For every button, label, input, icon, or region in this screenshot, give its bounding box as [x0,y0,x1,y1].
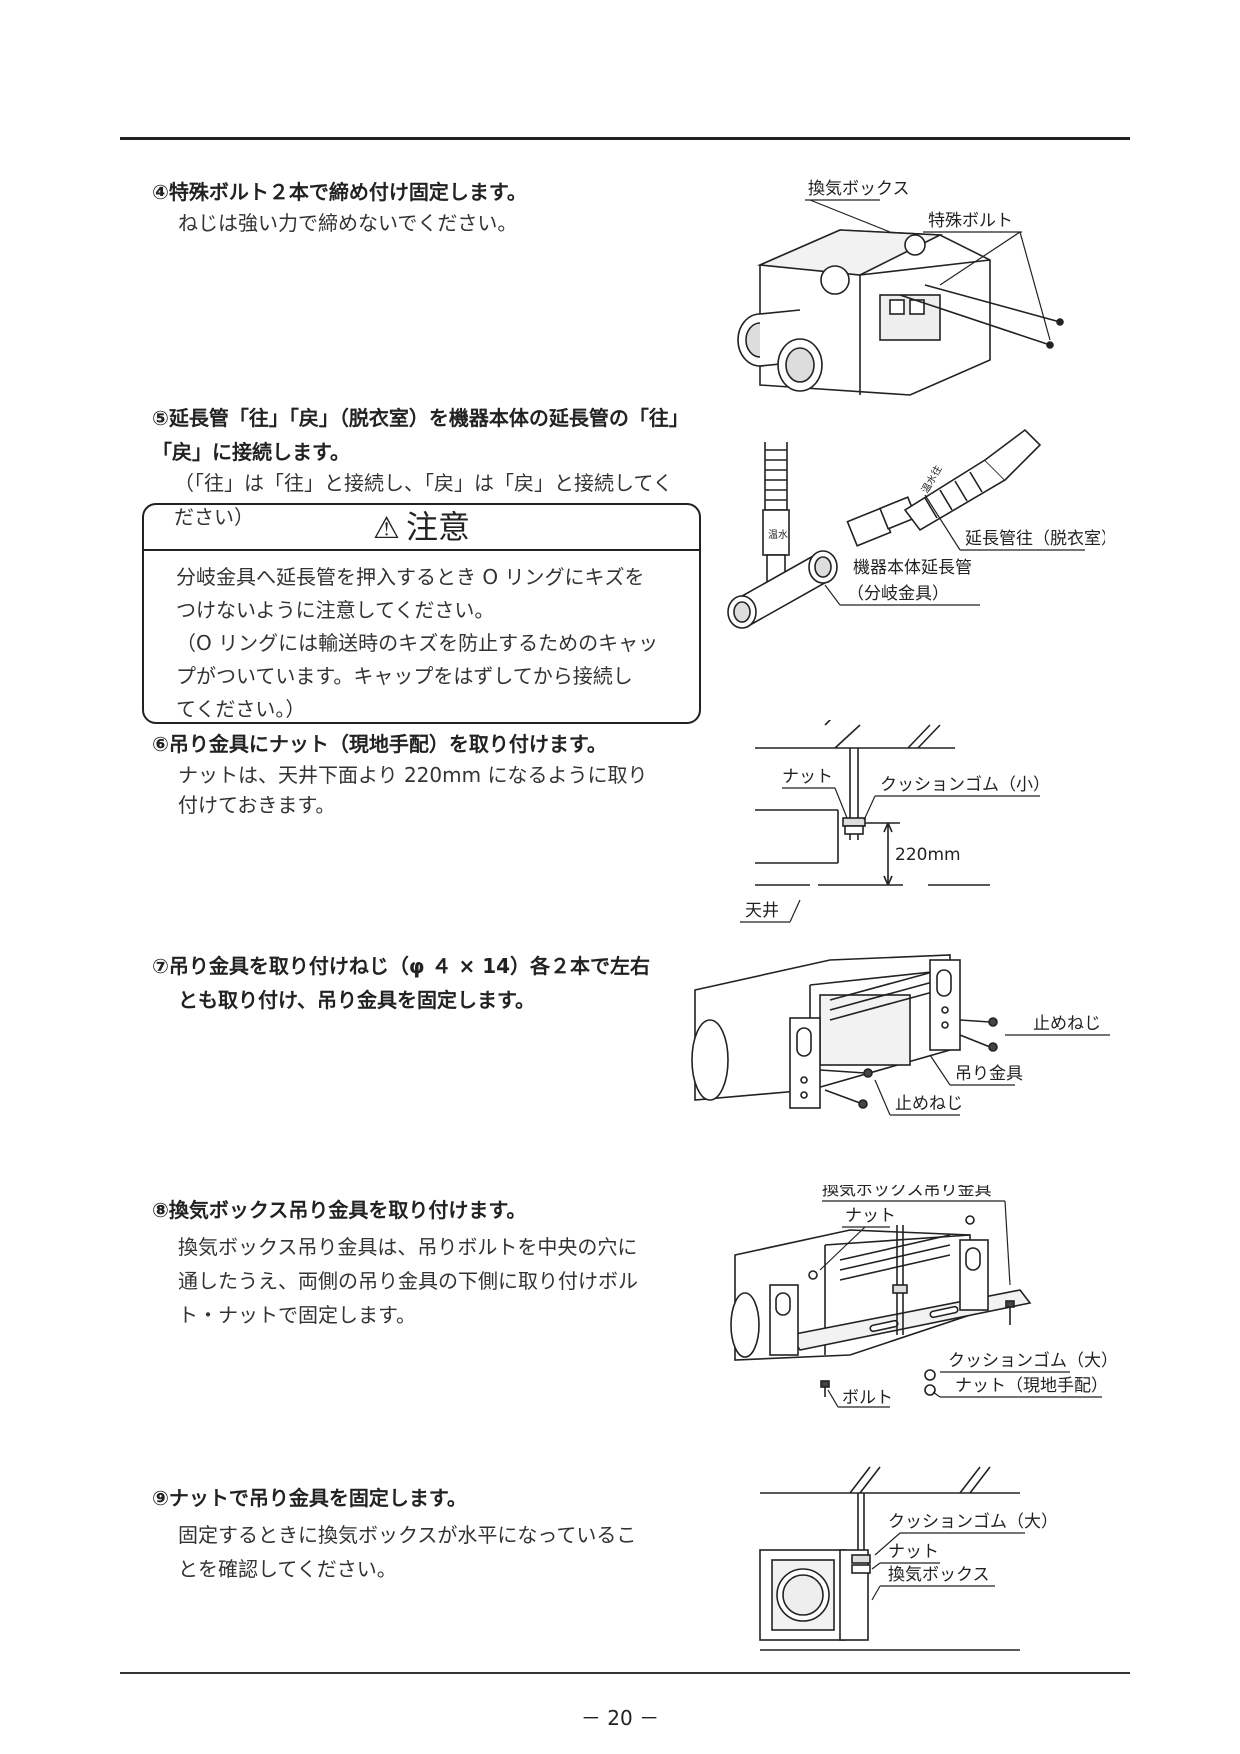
fig2-pipe-label: 延長管往（脱衣室） [965,529,1105,549]
caution-line: つけないように注意してください。 [176,598,495,622]
caution-line: プがついています。キャップをはずしてから接続し [176,664,633,688]
step-9-heading: ⑨ナットで吊り金具を固定します。 [152,1486,467,1510]
caution-box: ⚠注意 分岐金具へ延長管を押入するとき O リングにキズを つけないように注意し… [142,503,701,724]
step-5-heading: ⑤延長管「往」「戻」（脱衣室）を機器本体の延長管の「往」 [152,406,689,430]
caution-line: （O リングには輸送時のキズを防止するためのキャッ [176,631,659,655]
fig5-nut2-label: ナット（現地手配） [955,1376,1108,1396]
step-7-heading-2: とも取り付け、吊り金具を固定します。 [178,988,535,1012]
fig3-dimension-label: 220mm [895,845,961,865]
caution-title: ⚠注意 [144,505,699,551]
figure-nut-height: ナット クッションゴム（小） 220mm 天井 [740,720,1040,923]
fig6-nut-label: ナット [888,1542,939,1562]
fig1-box-label: 換気ボックス [808,179,910,199]
fig1-bolt-label: 特殊ボルト [928,211,1013,231]
page-number: － 20 － [580,1706,660,1730]
step-8: ⑧換気ボックス吊り金具を取り付けます。 換気ボックス吊り金具は、吊りボルトを中央… [152,1196,692,1332]
step-5-body: （「往」は「往」と接続し、「戻」は「戻」と接続してください） [174,471,673,529]
fig6-cushion-label: クッションゴム（大） [888,1511,1058,1532]
caution-line: 分岐金具へ延長管を押入するとき O リングにキズを [176,565,645,589]
caution-title-text: 注意 [405,508,470,546]
step-8-body-3: ト・ナットで固定します。 [178,1303,416,1327]
fig5-hanger-label: 換気ボックス吊り金具 [822,1185,992,1200]
step-8-body-2: 通したうえ、両側の吊り金具の下側に取り付けボル [178,1269,638,1293]
step-4-heading: ④特殊ボルト２本で締め付け固定します。 [152,180,527,204]
step-5: ⑤延長管「往」「戻」（脱衣室）を機器本体の延長管の「往」 「戻」に接続します。 … [152,404,692,534]
fig2-main-label: 機器本体延長管 [853,558,972,578]
figure-bracket-mount: 止めねじ 吊り金具 止めねじ [691,954,1110,1116]
step-7-heading: ⑦吊り金具を取り付けねじ（φ ４ × 14）各２本で左右 [152,954,651,978]
step-6-body-2: 付けておきます。 [178,793,336,817]
step-7: ⑦吊り金具を取り付けねじ（φ ４ × 14）各２本で左右 とも取り付け、吊り金具… [152,952,692,1014]
fig4-bracket-label: 吊り金具 [955,1064,1023,1084]
figure-hanger-bracket: 換気ボックス吊り金具 ナット クッションゴム（大） ナット（現地手配） ボルト [730,1185,1110,1408]
step-4-body: ねじは強い力で締めないでください。 [178,211,518,235]
fig5-bolt-label: ボルト [842,1388,893,1408]
step-6-body-1: ナットは、天井下面より 220mm になるように取り [178,763,648,787]
fig4-screw-label-2: 止めねじ [895,1094,963,1114]
figure-vent-box-bolts: 換気ボックス 特殊ボルト [737,179,1064,396]
fig5-nut-label: ナット [845,1206,896,1226]
fig4-screw-label-1: 止めねじ [1033,1014,1101,1034]
step-6: ⑥吊り金具にナット（現地手配）を取り付けます。 ナットは、天井下面より 220m… [152,730,692,822]
fig6-box-label: 換気ボックス [888,1565,990,1585]
caution-line: てください。） [176,697,306,721]
step-5-heading-2: 「戻」に接続します。 [152,440,350,464]
svg-text:温水: 温水 [768,529,788,541]
fig3-cushion-label: クッションゴム（小） [880,774,1040,795]
fig3-nut-label: ナット [782,767,833,787]
step-6-heading: ⑥吊り金具にナット（現地手配）を取り付けます。 [152,732,607,756]
step-9: ⑨ナットで吊り金具を固定します。 固定するときに換気ボックスが水平になっているこ… [152,1484,692,1586]
step-8-heading: ⑧換気ボックス吊り金具を取り付けます。 [152,1198,527,1222]
figure-pipe-connection: 温水 温水往 延長管往（脱衣室） 機器本体延長管 （分岐金具） [727,428,1105,629]
fig3-ceiling-label: 天井 [745,901,779,921]
step-8-body-1: 換気ボックス吊り金具は、吊りボルトを中央の穴に [178,1235,638,1259]
step-9-body-2: とを確認してください。 [178,1557,397,1581]
caution-body: 分岐金具へ延長管を押入するとき O リングにキズを つけないように注意してくださ… [144,551,699,726]
step-9-body-1: 固定するときに換気ボックスが水平になっているこ [178,1523,637,1547]
bottom-rule [120,1672,1130,1674]
warning-triangle-icon: ⚠ [373,511,400,546]
top-rule [120,137,1130,140]
fig5-cushion-label: クッションゴム（大） [948,1350,1110,1371]
figure-nut-fixing: クッションゴム（大） ナット 換気ボックス [759,1466,1058,1651]
step-4: ④特殊ボルト２本で締め付け固定します。 ねじは強い力で締めないでください。 [152,178,692,240]
fig2-main-label-2: （分岐金具） [847,584,949,604]
